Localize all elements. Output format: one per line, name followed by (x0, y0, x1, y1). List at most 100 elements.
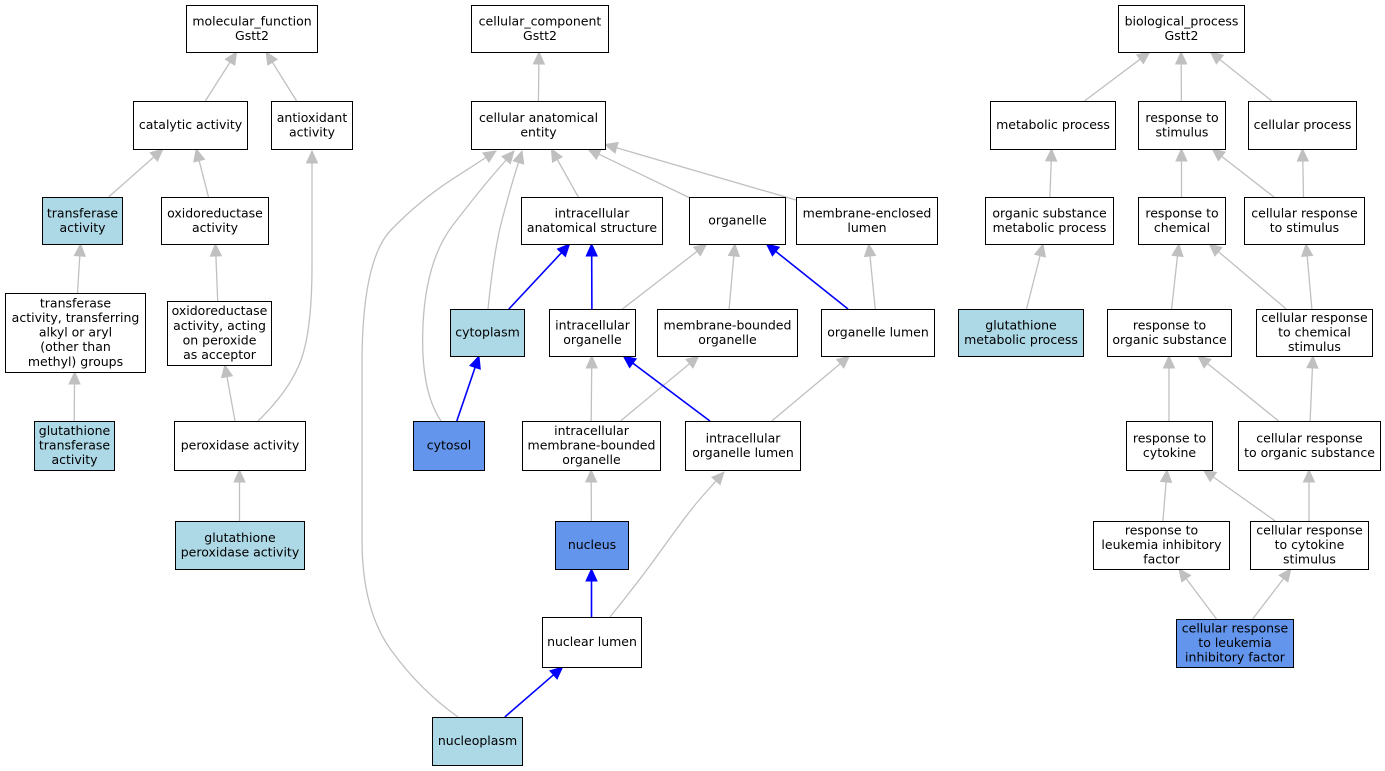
edge-cytoplasm-to-cae (487, 162, 520, 310)
node-label-line: to cytokine (1275, 537, 1345, 552)
node-label-line: stimulus (1283, 552, 1336, 567)
edge-arrowhead-crts-to-cp (1296, 147, 1310, 162)
node-box (542, 617, 642, 668)
edge-arrowhead-rtcy-to-rtos (1162, 354, 1176, 369)
node-label-line: cytosol (427, 438, 471, 453)
node-box (796, 197, 938, 245)
edge-ol-to-organelle (775, 250, 849, 310)
node-box (1107, 309, 1232, 357)
node-label-line: to leukemia (1198, 635, 1271, 650)
node-organelle[interactable]: organelle (689, 197, 786, 245)
edge-arrowhead-nl-to-iol (710, 471, 725, 486)
node-label-line: cellular anatomical (479, 110, 598, 125)
edge-arrowhead-mbo-to-organelle (727, 242, 741, 257)
node-box (432, 717, 523, 766)
node-label-line: alkyl or aryl (39, 325, 112, 340)
edge-arrowhead-imbo-to-io (585, 354, 598, 369)
node-cytoplasm[interactable]: cytoplasm (450, 309, 525, 357)
edge-arrowhead-iol-to-ol (835, 355, 851, 369)
node-box (1238, 421, 1381, 471)
edge-arrowhead-rtos-to-rtc (1171, 242, 1184, 258)
edge-arrowhead-cp-to-bp (1209, 51, 1225, 65)
edge-crtlif-to-crtcs (1252, 578, 1285, 620)
node-np[interactable]: nucleoplasm (432, 717, 523, 766)
node-label-line: cellular response (1256, 523, 1363, 538)
node-label-line: glutathione (985, 317, 1057, 332)
edge-nl-to-iol (609, 480, 717, 618)
node-label-line: response to (1125, 523, 1198, 538)
edge-arrowhead-mel-to-cae (603, 141, 619, 154)
node-label-line: cellular response (1261, 310, 1368, 325)
edge-np-to-cae (361, 156, 487, 718)
node-box (271, 101, 353, 150)
node-label-line: biological_process (1125, 13, 1239, 28)
node-peroxidase[interactable]: peroxidase activity (174, 421, 306, 471)
node-box (1118, 5, 1245, 53)
node-box (1244, 197, 1365, 245)
node-box (471, 101, 606, 150)
node-label-line: membrane-enclosed (803, 205, 932, 220)
node-box (450, 309, 525, 357)
edge-arrowhead-crtos-to-rtos (1197, 355, 1212, 369)
node-catalytic[interactable]: catalytic activity (133, 101, 248, 150)
node-label-line: nuclear lumen (547, 634, 637, 649)
node-cp[interactable]: cellular process (1248, 101, 1357, 150)
edge-arrowhead-rts-to-bp (1174, 50, 1188, 65)
node-label-line: cellular response (1251, 205, 1358, 220)
node-nl[interactable]: nuclear lumen (542, 617, 642, 668)
node-label-line: oxidoreductase (172, 303, 268, 318)
edge-np-to-nl (504, 674, 555, 718)
node-ol[interactable]: organelle lumen (821, 309, 935, 357)
node-label-line: activity (59, 220, 106, 235)
node-nucleus[interactable]: nucleus (555, 521, 629, 570)
node-label-line: organic substance (992, 205, 1107, 220)
edge-oxidoreductase-to-catalytic (198, 160, 210, 198)
edge-arrowhead-cae-to-cc (532, 50, 546, 65)
node-label-line: intracellular (555, 317, 631, 332)
node-label-line: cellular response (1182, 621, 1289, 636)
node-box (985, 197, 1114, 245)
node-metab[interactable]: metabolic process (990, 101, 1116, 150)
edge-arrowhead-cytosol-to-cae (501, 150, 515, 165)
node-label-line: peroxidase activity (181, 544, 300, 559)
node-label-line: activity, acting (173, 318, 266, 333)
edge-arrowhead-transferase-to-catalytic (149, 148, 164, 163)
node-cytosol[interactable]: cytosol (413, 421, 485, 471)
node-box (990, 101, 1116, 150)
node-label-line: nucleus (568, 537, 616, 552)
edge-arrowhead-gpx-to-peroxidase (233, 468, 246, 483)
node-label-line: Gstt2 (1165, 28, 1199, 43)
node-label-line: oxidoreductase (167, 205, 263, 220)
edge-crtcs-to-rtcy (1212, 476, 1276, 522)
node-label-line: entity (520, 124, 557, 139)
